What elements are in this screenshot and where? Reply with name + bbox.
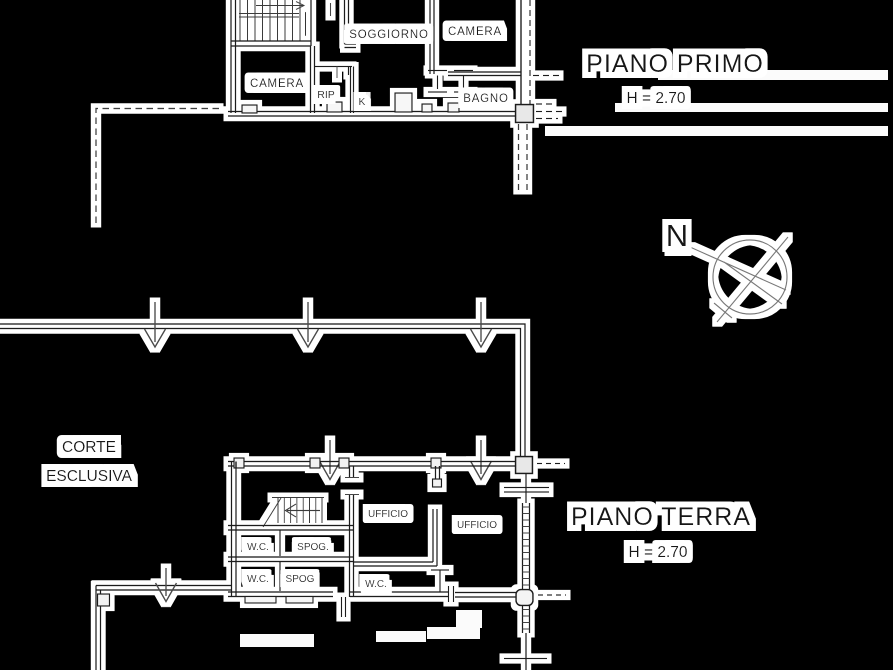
room-label-kitchen: K (359, 97, 366, 108)
room-label-camera-left: CAMERA (250, 78, 304, 90)
room-label-wc-1: W.C. (247, 542, 269, 553)
room-label-spog-2: SPOG (286, 574, 315, 585)
compass-circle (712, 239, 788, 315)
window-bumps (244, 595, 314, 604)
down-arrow (154, 568, 178, 604)
room-label-rip: RIP (317, 89, 335, 101)
room-label-soggiorno: SOGGIORNO (349, 29, 428, 41)
first-floor-plan (228, 0, 562, 190)
wall (348, 466, 355, 597)
site-wall (0, 323, 526, 458)
wall (228, 110, 517, 117)
entrance-arrows (143, 302, 493, 604)
room-label-bagno: BAGNO (463, 93, 509, 105)
court-label-line1: CORTE (62, 439, 116, 456)
wall-post (96, 593, 111, 607)
property-dashes (533, 74, 562, 120)
wall (429, 0, 435, 74)
wall (230, 0, 237, 113)
section-dashed-tail (517, 124, 528, 190)
wall-ticks (340, 586, 455, 617)
wall (228, 460, 517, 467)
wall-post (431, 478, 443, 488)
room-label-wc-3: W.C. (365, 579, 387, 590)
room-label-spog-1: SPOG. (297, 542, 329, 553)
down-arrow (296, 302, 320, 349)
wall (315, 65, 355, 113)
court-dashed-line (95, 107, 219, 225)
door-symbol (428, 69, 473, 93)
wall-junction-node (515, 588, 534, 607)
wall (455, 591, 517, 598)
wall-junction-box (514, 103, 535, 124)
staircase-down (262, 497, 324, 528)
wall (231, 0, 312, 47)
floor-title-ground: PIANO TERRA (571, 503, 751, 531)
hatched-wall (504, 503, 547, 670)
down-arrow (469, 302, 493, 349)
wall (343, 0, 356, 49)
ground-floor-plan (228, 455, 566, 670)
compass (669, 236, 789, 323)
staircase-up (239, 0, 306, 41)
north-label: N (666, 218, 688, 253)
down-arrow (318, 440, 342, 482)
scan-artifact-bands (240, 70, 888, 647)
site-wall (95, 584, 232, 670)
room-label-ufficio-2: UFFICIO (457, 520, 497, 531)
floor-height-first: H = 2.70 (626, 90, 685, 107)
stair-direction-arrow (256, 1, 306, 10)
wall (228, 591, 333, 598)
room-label-ufficio-1: UFFICIO (368, 509, 408, 520)
floor-height-ground: H = 2.70 (628, 544, 687, 561)
wall (309, 46, 316, 113)
down-arrow (469, 440, 493, 482)
window-marker (504, 486, 549, 493)
court-label-line2: ESCLUSIVA (46, 468, 133, 485)
wall-junction-box (514, 455, 534, 475)
court-boundary (0, 107, 526, 670)
compass-rays (689, 236, 789, 323)
room-label-camera-right: CAMERA (448, 26, 502, 38)
wall (448, 71, 521, 77)
wall (353, 509, 438, 567)
wall (230, 461, 237, 597)
floor-title-first: PIANO PRIMO (586, 50, 764, 78)
wall (228, 524, 353, 531)
down-arrow (143, 302, 167, 349)
wall (350, 591, 448, 598)
wall-stubs (241, 92, 460, 114)
room-label-wc-2: W.C. (247, 574, 269, 585)
door-symbol (431, 569, 449, 592)
door-jamb (345, 476, 359, 496)
stair-direction-arrow (284, 503, 320, 518)
wall (228, 556, 353, 563)
